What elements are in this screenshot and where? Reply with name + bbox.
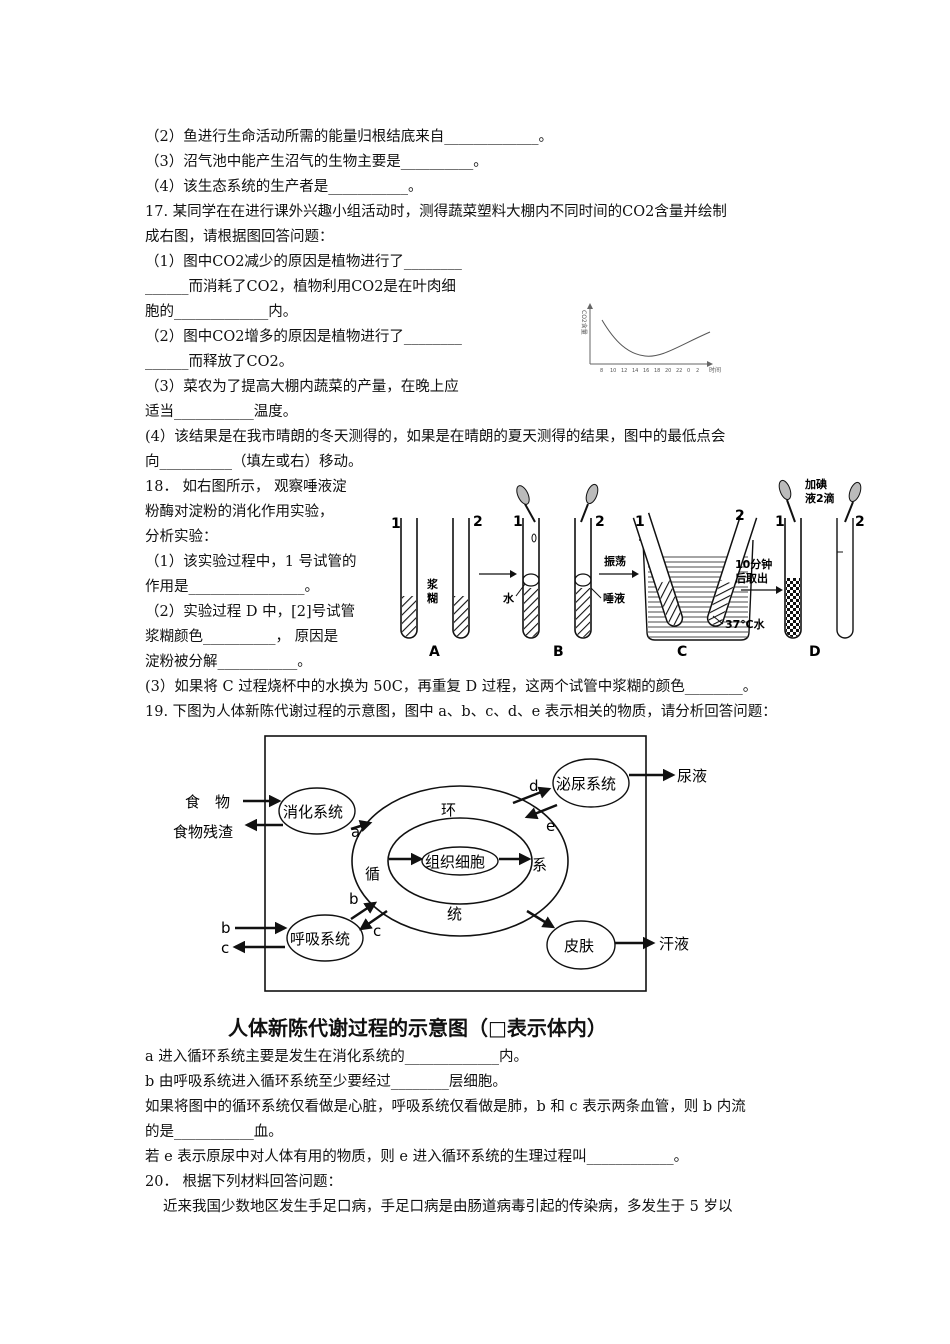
tube-1-label-b: 1 [513,514,523,530]
q17-1a: （1）图中CO2减少的原因是植物进行了________ [145,254,462,270]
co2-xtick: 0 [687,368,690,374]
tube-1-label-c: 1 [635,514,645,530]
co2-xtick: 20 [665,368,671,374]
test-tube-diagram: 1 2 浆 糊 A 1 水 2 唾液 B 振荡 1 2 37℃水 C 10分钟 … [391,477,865,660]
co2-xtick: 8 [600,368,603,374]
tube-1-label: 1 [391,516,401,532]
q19-c-2: 的是___________血。 [145,1124,283,1140]
co2-xtick: 16 [643,368,649,374]
tube-1-label-d: 1 [775,514,785,530]
take-out-label-1: 10分钟 [735,557,772,571]
q20-paragraph: 近来我国少数地区发生手足口病，手足口病是由肠道病毒引起的传染病，多发生于 5 岁… [163,1199,733,1215]
diagram-caption: 人体新陈代谢过程的示意图（□表示体内） [228,1016,607,1040]
circ-label-3: 系 [532,856,547,874]
q17-4b: 向__________（填左或右）移动。 [145,454,363,470]
iodine-label-2: 液2滴 [805,491,835,505]
q17-stem-2: 成右图，请根据图回答问题： [145,229,334,245]
substance-a-label: a [351,823,360,841]
q19-a: a 进入循环系统主要是发生在消化系统的_____________内。 [145,1049,529,1065]
step-a-label: A [429,644,440,660]
substance-b-left-label: b [221,919,231,937]
sweat-label: 汗液 [659,935,689,953]
water-label: 水 [503,591,515,605]
q18-1a: （1）该实验过程中，1 号试管的 [145,554,357,570]
q17-3a: （3）菜农为了提高大棚内蔬菜的产量，在晚上应 [145,379,459,395]
co2-xtick: 2 [696,368,699,374]
food-label: 食 物 [185,793,230,811]
q18-2a: （2）实验过程 D 中，[2]号试管 [145,604,356,620]
co2-xtick: 14 [632,368,638,374]
q18-3: (3）如果将 C 过程烧杯中的水换为 50C，再重复 D 过程，这两个试管中浆糊… [145,679,758,695]
substance-e-label: e [546,817,555,835]
saliva-label: 唾液 [603,591,626,605]
q17-3b: 适当___________温度。 [145,404,298,420]
co2-xlabel: 时间 [709,366,721,374]
q18-1b: 作用是________________。 [145,579,319,595]
circ-label-1: 环 [441,801,456,819]
q17-2b: ______而释放了CO2。 [145,354,294,370]
q19-e: 若 e 表示原尿中对人体有用的物质，则 e 进入循环系统的生理过程叫______… [145,1149,689,1165]
water37-label: 37℃水 [725,617,766,631]
q18-stem-1: 18． 如右图所示， 观察唾液淀 [145,479,347,495]
co2-ylabel: CO2含量 [580,310,588,335]
co2-curve [601,319,711,357]
step-b-label: B [553,644,564,660]
respiratory-system-node [286,914,364,962]
q17-4a: (4）该结果是在我市晴朗的冬天测得的，如果是在晴朗的夏天测得的结果，图中的最低点… [145,429,726,445]
co2-xtick: 18 [654,368,660,374]
tube-2-label: 2 [473,514,483,530]
digestive-system-node [278,787,356,835]
circ-label-2: 循 [365,865,380,883]
starch-label-1: 浆 [427,577,439,591]
urinary-system-label: 泌尿系统 [556,775,616,793]
take-out-label-2: 后取出 [735,571,768,585]
tissue-cell-label: 组织细胞 [425,853,485,871]
starch-label-2: 糊 [427,591,438,605]
skin-node [546,920,616,970]
q16-3: （3）沼气池中能产生沼气的生物主要是__________。 [145,154,488,170]
tube-2-label-c: 2 [735,508,745,524]
q18-2b: 浆糊颜色__________， 原因是 [145,629,339,645]
step-d-label: D [809,644,821,660]
tube-2-label-d: 2 [855,514,865,530]
co2-xticks: 8 10 12 14 16 18 20 22 0 2 [600,368,699,374]
q20-stem: 20． 根据下列材料回答问题： [145,1174,343,1190]
body-boundary [264,735,647,992]
residue-label: 食物残渣 [173,823,233,841]
iodine-label-1: 加碘 [804,477,827,491]
co2-xtick: 10 [610,368,616,374]
substance-b-label: b [349,890,359,908]
tube-2-label-b: 2 [595,514,605,530]
co2-graph: CO2含量 8 10 12 14 16 18 20 22 0 2 时间 [580,303,721,374]
q16-4: （4）该生态系统的生产者是___________。 [145,179,423,195]
shake-label: 振荡 [604,554,626,568]
q19-c-1: 如果将图中的循环系统仅看做是心脏，呼吸系统仅看做是肺，b 和 c 表示两条血管，… [145,1099,746,1115]
co2-xtick: 12 [621,368,627,374]
respiratory-system-label: 呼吸系统 [290,930,350,948]
metabolism-diagram: 组织细胞 环 循 系 统 消化系统 食 物 食物残渣 a 呼吸系统 b c b … [173,735,707,992]
q18-2c: 淀粉被分解___________。 [145,654,312,670]
q18-stem-3: 分析实验： [145,529,218,545]
step-c-label: C [677,644,687,660]
q17-stem-1: 17. 某同学在在进行课外兴趣小组活动时，测得蔬菜塑料大棚内不同时间的CO2含量… [145,204,727,220]
q19-stem: 19. 下图为人体新陈代谢过程的示意图，图中 a、b、c、d、e 表示相关的物质… [145,704,777,720]
urinary-system-node [552,758,630,808]
substance-c-label: c [373,922,381,940]
substance-c-left-label: c [221,939,229,957]
q16-2: （2）鱼进行生命活动所需的能量归根结底来自_____________。 [145,129,553,145]
co2-xtick: 22 [676,368,682,374]
q19-b: b 由呼吸系统进入循环系统至少要经过________层细胞。 [145,1074,507,1090]
q17-2a: （2）图中CO2增多的原因是植物进行了________ [145,329,462,345]
q18-stem-2: 粉酶对淀粉的消化作用实验， [145,504,334,520]
circ-label-4: 统 [447,905,462,923]
urine-label: 尿液 [677,767,707,785]
skin-label: 皮肤 [564,937,594,955]
q17-1b: ______而消耗了CO2，植物利用CO2是在叶肉细 [145,279,456,295]
q17-1c: 胞的_____________内。 [145,304,298,320]
digestive-system-label: 消化系统 [283,803,343,821]
substance-d-label: d [529,777,539,795]
